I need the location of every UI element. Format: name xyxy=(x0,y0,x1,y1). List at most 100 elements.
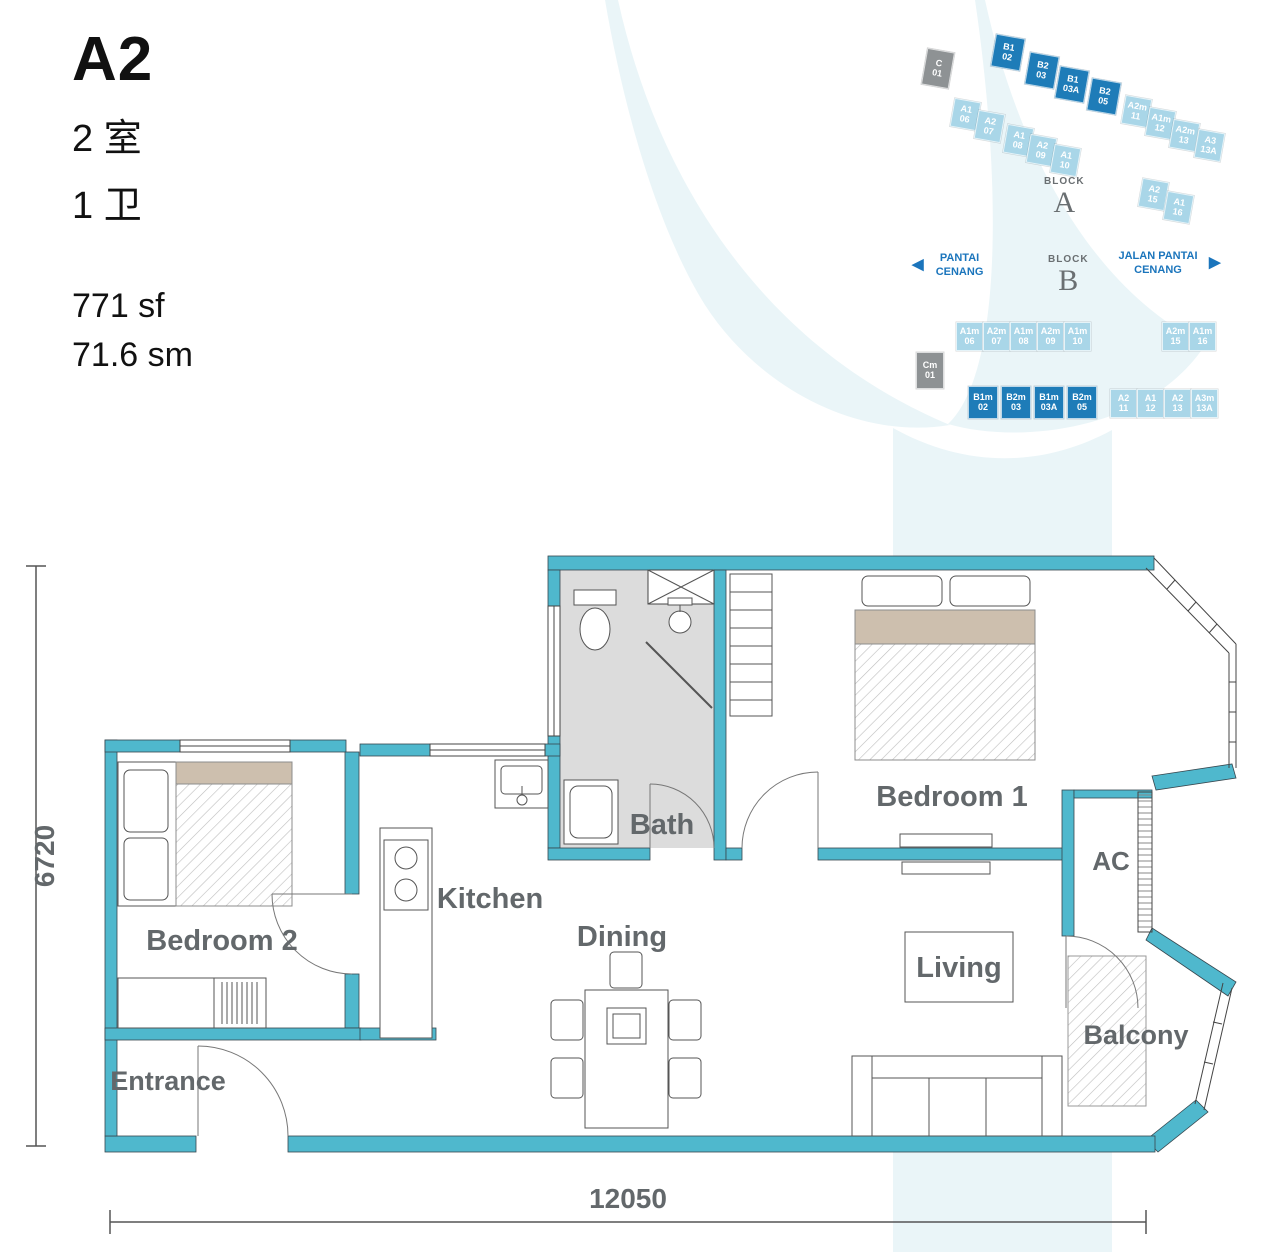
bath-fixtures xyxy=(563,569,715,849)
ac-louver xyxy=(1137,791,1153,933)
unit-number: 03A xyxy=(1040,402,1058,413)
unit-number: 03 xyxy=(1035,69,1047,82)
unit-name: B2m xyxy=(1072,392,1092,402)
unit-bedrooms: 2 室 xyxy=(72,118,142,160)
unit-number: 11 xyxy=(1118,403,1129,414)
block-letter: A xyxy=(1053,186,1076,219)
kitchen-window xyxy=(429,743,546,757)
block-word: BLOCK xyxy=(1044,176,1085,187)
left-arrow-icon: ◀ xyxy=(912,256,924,274)
kitchen-fixtures xyxy=(379,759,549,1039)
bath-door-arc xyxy=(649,783,715,849)
unit-number: 09 xyxy=(1034,149,1047,162)
unit-name: A1m xyxy=(959,326,980,336)
unit-number: 10 xyxy=(1058,159,1071,172)
unit-number: 09 xyxy=(1045,336,1056,347)
stove-icon xyxy=(383,839,429,911)
street-right: JALAN PANTAI CENANG ▶ xyxy=(1112,250,1220,278)
windows xyxy=(179,557,1237,1111)
unit-number: 03 xyxy=(1010,402,1021,413)
living-label-box xyxy=(904,931,1014,1003)
balcony-features xyxy=(1065,935,1147,1107)
unit-info-panel: A2 2 室 1 卫 771 sf 71.6 sm xyxy=(72,24,193,375)
unit-number: 08 xyxy=(1018,336,1029,347)
unit-number: 16 xyxy=(1171,206,1184,219)
unit-number: 15 xyxy=(1170,336,1181,347)
unit-area-sf: 771 sf xyxy=(72,287,165,325)
bedroom1-furniture xyxy=(729,573,1036,875)
unit-number: 11 xyxy=(1130,110,1142,123)
unit-number: 06 xyxy=(958,113,971,126)
unit-name: A2 xyxy=(1171,393,1184,403)
spacer xyxy=(72,229,193,277)
dining-chair xyxy=(550,999,584,1041)
entrance-door-arc xyxy=(197,1045,289,1137)
unit-number: 05 xyxy=(1097,95,1109,108)
street-left: ◀ PANTAI CENANG xyxy=(912,252,991,280)
wardrobe-1 xyxy=(729,573,773,717)
bed-2 xyxy=(117,761,293,907)
dining-chair xyxy=(609,951,643,989)
room-label-living: Living xyxy=(916,952,1001,984)
unit-number: 13 xyxy=(1177,134,1190,147)
bedroom2-furniture xyxy=(117,761,353,1029)
dining-chair xyxy=(550,1057,584,1099)
room-label-dining: Dining xyxy=(577,921,667,953)
bed-1 xyxy=(854,575,1036,761)
unit-number: 03A xyxy=(1062,82,1081,96)
unit-number: 15 xyxy=(1146,193,1159,206)
unit-name: B2m xyxy=(1006,392,1026,402)
unit-name: A1 xyxy=(1144,393,1157,403)
unit-number: 02 xyxy=(1001,51,1013,64)
street-left-label: PANTAI CENANG xyxy=(935,252,984,278)
unit-number: 12 xyxy=(1145,403,1156,414)
unit-name: A2m xyxy=(1165,326,1186,336)
balcony-window xyxy=(1194,982,1233,1111)
unit-number: 05 xyxy=(1076,402,1087,413)
unit-name: Cm xyxy=(922,360,938,370)
unit-number: 13A xyxy=(1196,403,1213,414)
bedroom1-door-arc xyxy=(741,771,819,849)
wardrobe-2 xyxy=(117,977,267,1029)
basin-icon xyxy=(667,597,693,634)
unit-number: 13A xyxy=(1199,143,1218,157)
unit-number: 02 xyxy=(977,402,988,413)
walls xyxy=(104,555,1237,1153)
block-b-label: BLOCK B xyxy=(1048,254,1089,297)
unit-number: 12 xyxy=(1153,122,1166,135)
unit-code: A2 xyxy=(72,25,154,94)
unit-number: 16 xyxy=(1197,336,1208,347)
shower-tray xyxy=(563,779,619,845)
dimension-lines xyxy=(26,565,1147,1234)
street-right-label: JALAN PANTAI CENANG xyxy=(1118,250,1198,276)
unit-number: 07 xyxy=(982,125,995,138)
unit-number: 08 xyxy=(1011,139,1024,152)
unit-number: 01 xyxy=(924,370,935,381)
block-word: BLOCK xyxy=(1048,254,1089,265)
room-label-bedroom2: Bedroom 2 xyxy=(146,925,297,957)
unit-name: A1m xyxy=(1013,326,1034,336)
balcony-door-arc xyxy=(1065,935,1139,1009)
unit-name: A2m xyxy=(1040,326,1061,336)
unit-number: 06 xyxy=(964,336,975,347)
unit-name: B1m xyxy=(973,392,993,402)
room-label-ac: AC xyxy=(1092,846,1130,876)
